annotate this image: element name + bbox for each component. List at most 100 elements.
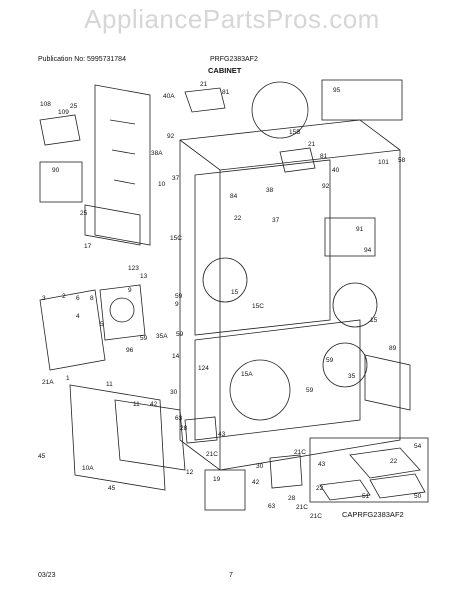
label-2: 2 — [62, 293, 66, 300]
label-43b: 43 — [318, 461, 326, 468]
label-59a: 59 — [175, 293, 183, 300]
hinge-cover-right — [279, 147, 316, 173]
rear-panel — [364, 354, 411, 411]
label-81: 81 — [222, 89, 230, 96]
label-91: 91 — [356, 226, 364, 233]
label-21Cb: 21C — [294, 449, 306, 456]
label-9b: 9 — [175, 301, 179, 308]
diagram-code: CAPRFG2383AF2 — [342, 510, 404, 519]
label-28b: 28 — [288, 495, 296, 502]
label-43: 43 — [218, 431, 226, 438]
label-1: 1 — [66, 375, 70, 382]
label-6: 6 — [76, 295, 80, 302]
label-38A: 38A — [151, 150, 163, 157]
door-handle-part — [39, 114, 81, 146]
label-15Cb: 15C — [252, 303, 264, 310]
label-109: 109 — [58, 109, 69, 116]
label-21Cc: 21C — [296, 504, 308, 511]
fresh-food-compartment — [194, 159, 331, 336]
label-8: 8 — [90, 295, 94, 302]
label-15A: 15A — [241, 371, 253, 378]
label-89: 89 — [389, 345, 397, 352]
detail-circle-15 — [202, 257, 248, 303]
label-40: 40 — [332, 167, 340, 174]
freezer-compartment — [194, 319, 361, 441]
label-22: 22 — [234, 215, 242, 222]
label-22c: 22 — [316, 485, 324, 492]
label-30: 30 — [170, 389, 178, 396]
inset-box-95 — [321, 79, 403, 121]
label-10: 10 — [158, 181, 166, 188]
label-92b: 92 — [322, 183, 330, 190]
label-9: 9 — [128, 287, 132, 294]
label-42: 42 — [150, 401, 158, 408]
section-title: CABINET — [208, 66, 242, 75]
detail-circle-35 — [322, 342, 368, 388]
label-94: 94 — [364, 247, 372, 254]
label-51: 51 — [362, 493, 370, 500]
hinge-cover-left — [184, 87, 226, 113]
label-21A: 21A — [42, 379, 54, 386]
cabinet-top-edge — [179, 139, 401, 171]
label-40A: 40A — [163, 93, 175, 100]
inset-box-91 — [324, 217, 376, 257]
inset-box-19 — [204, 469, 246, 511]
label-13: 13 — [140, 273, 148, 280]
footer-date: 03/23 — [38, 572, 56, 579]
hinge-assembly — [39, 289, 106, 371]
label-15C: 15C — [170, 235, 182, 242]
label-84: 84 — [230, 193, 238, 200]
label-35A: 35A — [156, 333, 168, 340]
label-21Cd: 21C — [310, 513, 322, 520]
publication-number: Publication No: 5995731784 — [38, 56, 126, 63]
label-35: 35 — [348, 373, 356, 380]
label-59c: 59 — [176, 331, 184, 338]
label-58: 58 — [398, 157, 406, 164]
label-101: 101 — [378, 159, 389, 166]
label-28: 28 — [180, 425, 188, 432]
lower-hinge — [269, 454, 303, 489]
label-11b: 11 — [133, 401, 140, 408]
label-63: 63 — [175, 415, 183, 422]
label-10A: 10A — [82, 465, 94, 472]
label-59d: 59 — [326, 357, 334, 364]
label-21C: 21C — [206, 451, 218, 458]
footer-page: 7 — [229, 572, 233, 579]
inset-box-bins — [309, 437, 429, 503]
label-17: 17 — [84, 243, 92, 250]
label-14: 14 — [172, 353, 180, 360]
label-45b: 45 — [108, 485, 116, 492]
label-25: 25 — [70, 103, 78, 110]
label-95: 95 — [333, 87, 341, 94]
door-bin — [84, 204, 141, 246]
label-5: 5 — [100, 321, 104, 328]
drawer-front — [69, 384, 166, 491]
label-19: 19 — [213, 476, 221, 483]
label-90: 90 — [52, 167, 60, 174]
label-96: 96 — [126, 347, 134, 354]
lower-hinge-left — [184, 416, 218, 444]
detail-circle-15b — [332, 282, 378, 328]
model-number: PRFG2383AF2 — [210, 56, 258, 63]
label-50: 50 — [414, 493, 422, 500]
label-45: 45 — [38, 453, 46, 460]
drawer-panel — [114, 399, 186, 471]
door-liner — [94, 84, 151, 246]
label-123: 123 — [128, 265, 139, 272]
label-15B: 15B — [289, 129, 301, 136]
label-15: 15 — [231, 289, 239, 296]
label-59b: 59 — [140, 335, 148, 342]
label-81b: 81 — [320, 153, 328, 160]
label-15b: 15 — [370, 317, 378, 324]
label-11: 11 — [106, 381, 113, 388]
label-54: 54 — [414, 443, 422, 450]
label-124: 124 — [198, 365, 209, 372]
detail-circle-15B — [251, 81, 309, 139]
inset-box-90 — [39, 161, 83, 203]
watermark: AppliancePartsPros.com — [84, 4, 380, 34]
label-22b: 22 — [390, 458, 398, 465]
label-25b: 25 — [80, 210, 88, 217]
label-92: 92 — [167, 133, 175, 140]
fan-housing — [99, 284, 146, 341]
